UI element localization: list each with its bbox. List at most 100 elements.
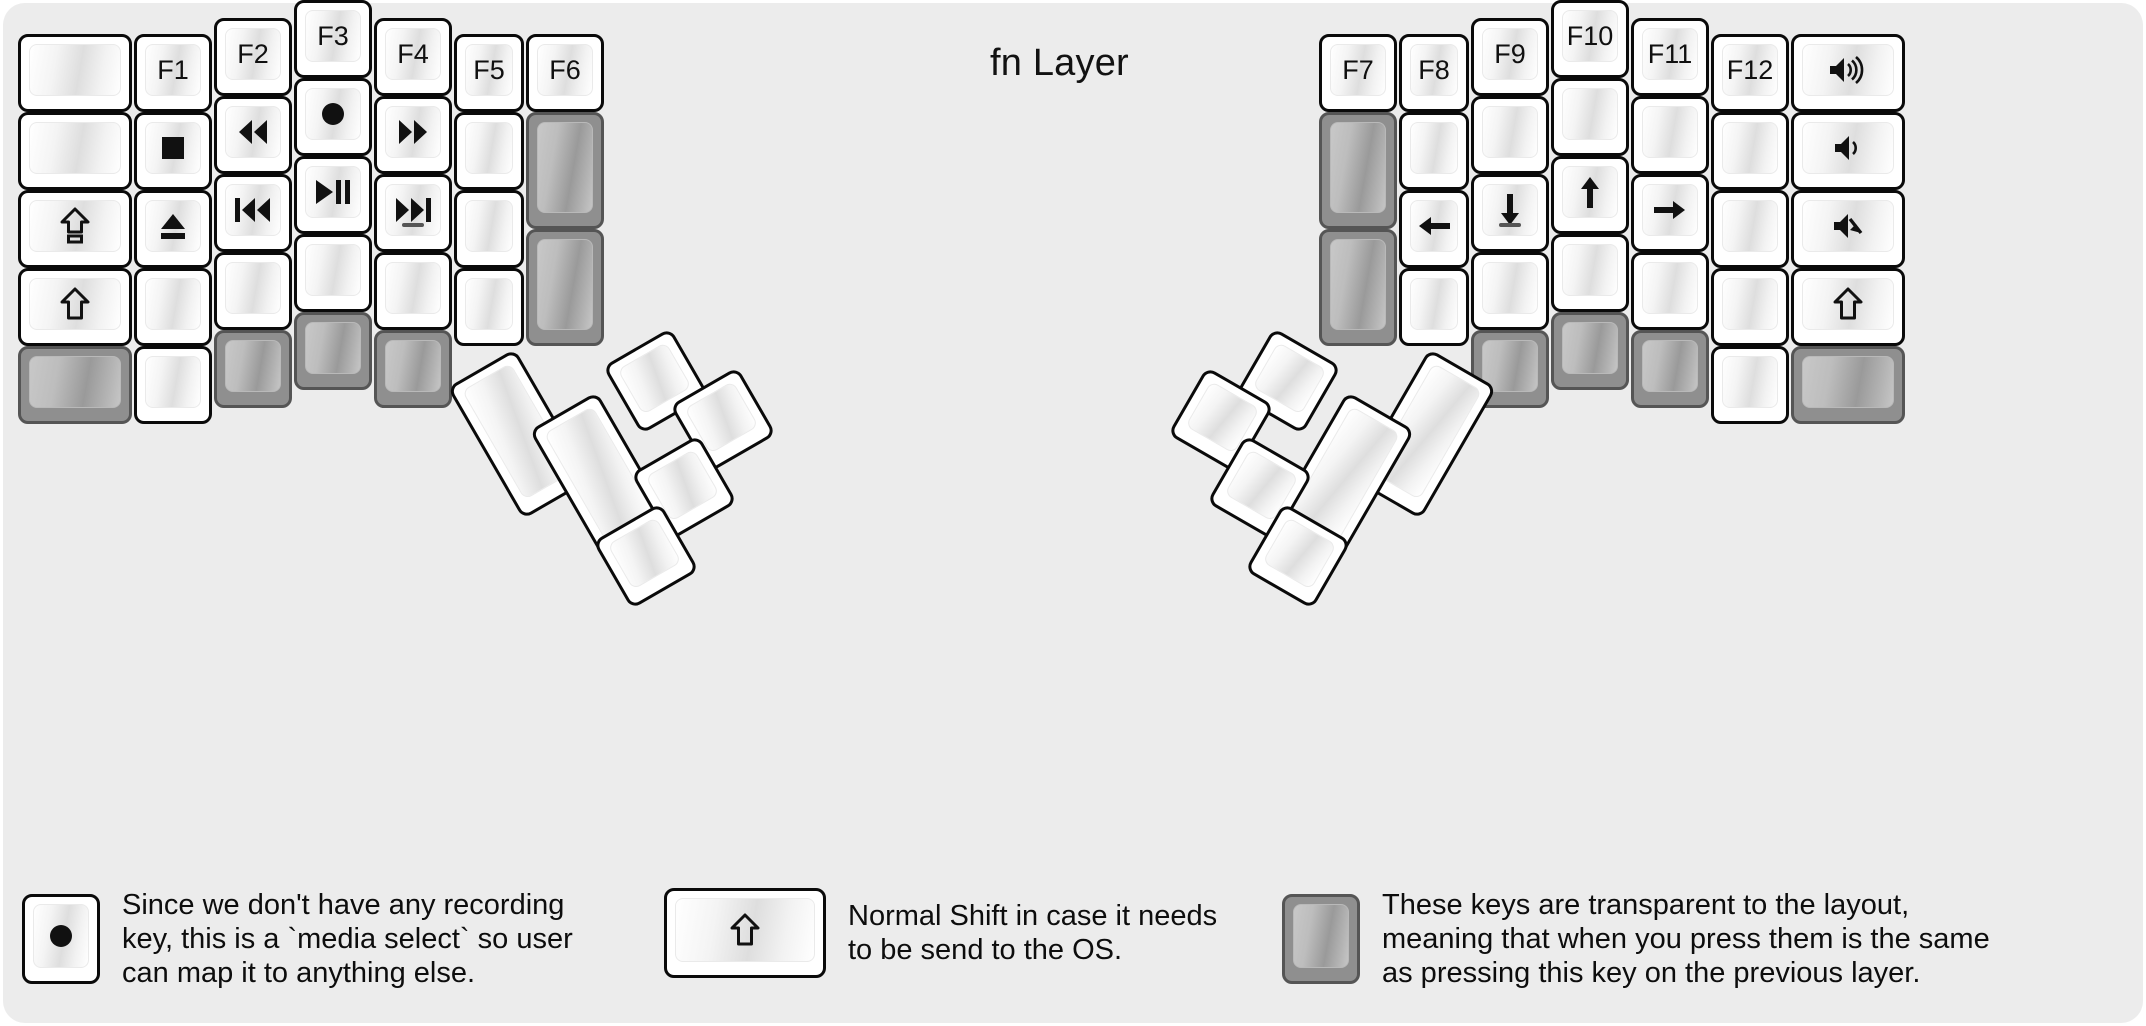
keycap-surface bbox=[29, 356, 121, 408]
col-f8-key-3[interactable] bbox=[1399, 268, 1469, 346]
col-f2-key-2[interactable] bbox=[214, 174, 292, 252]
col-outer-left-key-2[interactable] bbox=[18, 190, 132, 268]
keycap-surface bbox=[1262, 516, 1337, 590]
legend-transparent-swatch bbox=[1282, 894, 1360, 985]
arrow-down-icon bbox=[1496, 192, 1524, 228]
col-f3-key-3[interactable] bbox=[294, 234, 372, 312]
col-outer-left-key-1[interactable] bbox=[18, 112, 132, 190]
keycap-surface bbox=[1562, 244, 1618, 296]
keycap-surface bbox=[385, 28, 441, 80]
keycap-surface bbox=[1722, 356, 1778, 408]
col-outer-right-key-1[interactable] bbox=[1791, 112, 1905, 190]
keycap-surface bbox=[145, 278, 201, 330]
col-outer-right-key-3[interactable] bbox=[1791, 268, 1905, 346]
volume-up-icon bbox=[1827, 55, 1869, 85]
col-f12-key-3[interactable] bbox=[1711, 268, 1789, 346]
arrow-right-icon bbox=[1652, 196, 1688, 224]
col-f7-key-0[interactable]: F7 bbox=[1319, 34, 1397, 112]
col-outer-right-key-2[interactable] bbox=[1791, 190, 1905, 268]
col-f1-key-2[interactable] bbox=[134, 190, 212, 268]
col-f10-key-1[interactable] bbox=[1551, 78, 1629, 156]
keycap-label: F7 bbox=[1342, 54, 1374, 85]
col-f9-key-1[interactable] bbox=[1471, 96, 1549, 174]
col-f5-key-2[interactable] bbox=[454, 190, 524, 268]
col-f5-key-0[interactable]: F5 bbox=[454, 34, 524, 112]
col-f4-key-1[interactable] bbox=[374, 96, 452, 174]
col-outer-left-key-3[interactable] bbox=[18, 268, 132, 346]
keycap-surface bbox=[145, 356, 201, 408]
keycap-surface bbox=[1642, 340, 1698, 392]
shift-arrow-icon bbox=[730, 913, 760, 947]
col-f10-key-2[interactable] bbox=[1551, 156, 1629, 234]
caps-lock-arrow-icon bbox=[60, 207, 90, 245]
col-f12-key-1[interactable] bbox=[1711, 112, 1789, 190]
keycap-surface bbox=[385, 340, 441, 392]
keycap-surface bbox=[1562, 88, 1618, 140]
col-f4-key-2[interactable] bbox=[374, 174, 452, 252]
col-f5-key-3[interactable] bbox=[454, 268, 524, 346]
col-f11-key-4[interactable] bbox=[1631, 330, 1709, 408]
keycap-surface bbox=[1802, 122, 1894, 174]
col-f12-key-4[interactable] bbox=[1711, 346, 1789, 424]
col-f10-key-3[interactable] bbox=[1551, 234, 1629, 312]
col-f2-key-1[interactable] bbox=[214, 96, 292, 174]
page-title: fn Layer bbox=[990, 42, 1129, 84]
col-f3-key-1[interactable] bbox=[294, 78, 372, 156]
keycap-label: F6 bbox=[549, 54, 581, 85]
keycap-surface bbox=[465, 122, 513, 174]
col-f9-key-3[interactable] bbox=[1471, 252, 1549, 330]
col-f11-key-3[interactable] bbox=[1631, 252, 1709, 330]
keycap-surface bbox=[29, 44, 121, 96]
keycap-surface bbox=[1802, 356, 1894, 408]
col-f8-key-2[interactable] bbox=[1399, 190, 1469, 268]
col-f2-key-3[interactable] bbox=[214, 252, 292, 330]
col-outer-left-key-4[interactable] bbox=[18, 346, 132, 424]
media-play-pause-icon bbox=[314, 178, 352, 206]
col-f2-key-4[interactable] bbox=[214, 330, 292, 408]
col-f9-key-0[interactable]: F9 bbox=[1471, 18, 1549, 96]
col-f1-key-3[interactable] bbox=[134, 268, 212, 346]
col-f1-key-1[interactable] bbox=[134, 112, 212, 190]
col-outer-right-key-0[interactable] bbox=[1791, 34, 1905, 112]
col-f11-key-1[interactable] bbox=[1631, 96, 1709, 174]
col-f11-key-2[interactable] bbox=[1631, 174, 1709, 252]
col-f8-key-1[interactable] bbox=[1399, 112, 1469, 190]
col-f4-key-0[interactable]: F4 bbox=[374, 18, 452, 96]
col-f4-key-4[interactable] bbox=[374, 330, 452, 408]
keycap-label: F12 bbox=[1726, 54, 1774, 85]
col-f1-key-4[interactable] bbox=[134, 346, 212, 424]
col-f7-key-2[interactable] bbox=[1319, 229, 1397, 346]
col-f3-key-2[interactable] bbox=[294, 156, 372, 234]
col-f10-key-0[interactable]: F10 bbox=[1551, 0, 1629, 78]
keycap-surface bbox=[1642, 28, 1698, 80]
keycap-surface bbox=[225, 106, 281, 158]
col-f3-key-4[interactable] bbox=[294, 312, 372, 390]
volume-mute-icon bbox=[1831, 211, 1865, 241]
col-f11-key-0[interactable]: F11 bbox=[1631, 18, 1709, 96]
col-f2-key-0[interactable]: F2 bbox=[214, 18, 292, 96]
col-f9-key-2[interactable] bbox=[1471, 174, 1549, 252]
col-f12-key-2[interactable] bbox=[1711, 190, 1789, 268]
legend-shift-swatch bbox=[664, 888, 826, 978]
col-f3-key-0[interactable]: F3 bbox=[294, 0, 372, 78]
col-f10-key-4[interactable] bbox=[1551, 312, 1629, 390]
keycap-surface bbox=[145, 44, 201, 96]
col-f7-key-1[interactable] bbox=[1319, 112, 1397, 229]
col-f4-key-3[interactable] bbox=[374, 252, 452, 330]
col-f5-key-1[interactable] bbox=[454, 112, 524, 190]
keycap-surface bbox=[1722, 200, 1778, 252]
col-f6-key-0[interactable]: F6 bbox=[526, 34, 604, 112]
col-f6-key-2[interactable] bbox=[526, 229, 604, 346]
col-f6-key-1[interactable] bbox=[526, 112, 604, 229]
col-outer-left-key-0[interactable] bbox=[18, 34, 132, 112]
media-stop-icon bbox=[158, 133, 188, 163]
media-next-track-icon bbox=[394, 196, 433, 224]
media-fast-forward-icon bbox=[396, 118, 430, 146]
col-f12-key-0[interactable]: F12 bbox=[1711, 34, 1789, 112]
col-outer-right-key-4[interactable] bbox=[1791, 346, 1905, 424]
col-f1-key-0[interactable]: F1 bbox=[134, 34, 212, 112]
col-f8-key-0[interactable]: F8 bbox=[1399, 34, 1469, 112]
keycap-surface bbox=[607, 516, 682, 590]
media-record-icon bbox=[46, 921, 76, 951]
